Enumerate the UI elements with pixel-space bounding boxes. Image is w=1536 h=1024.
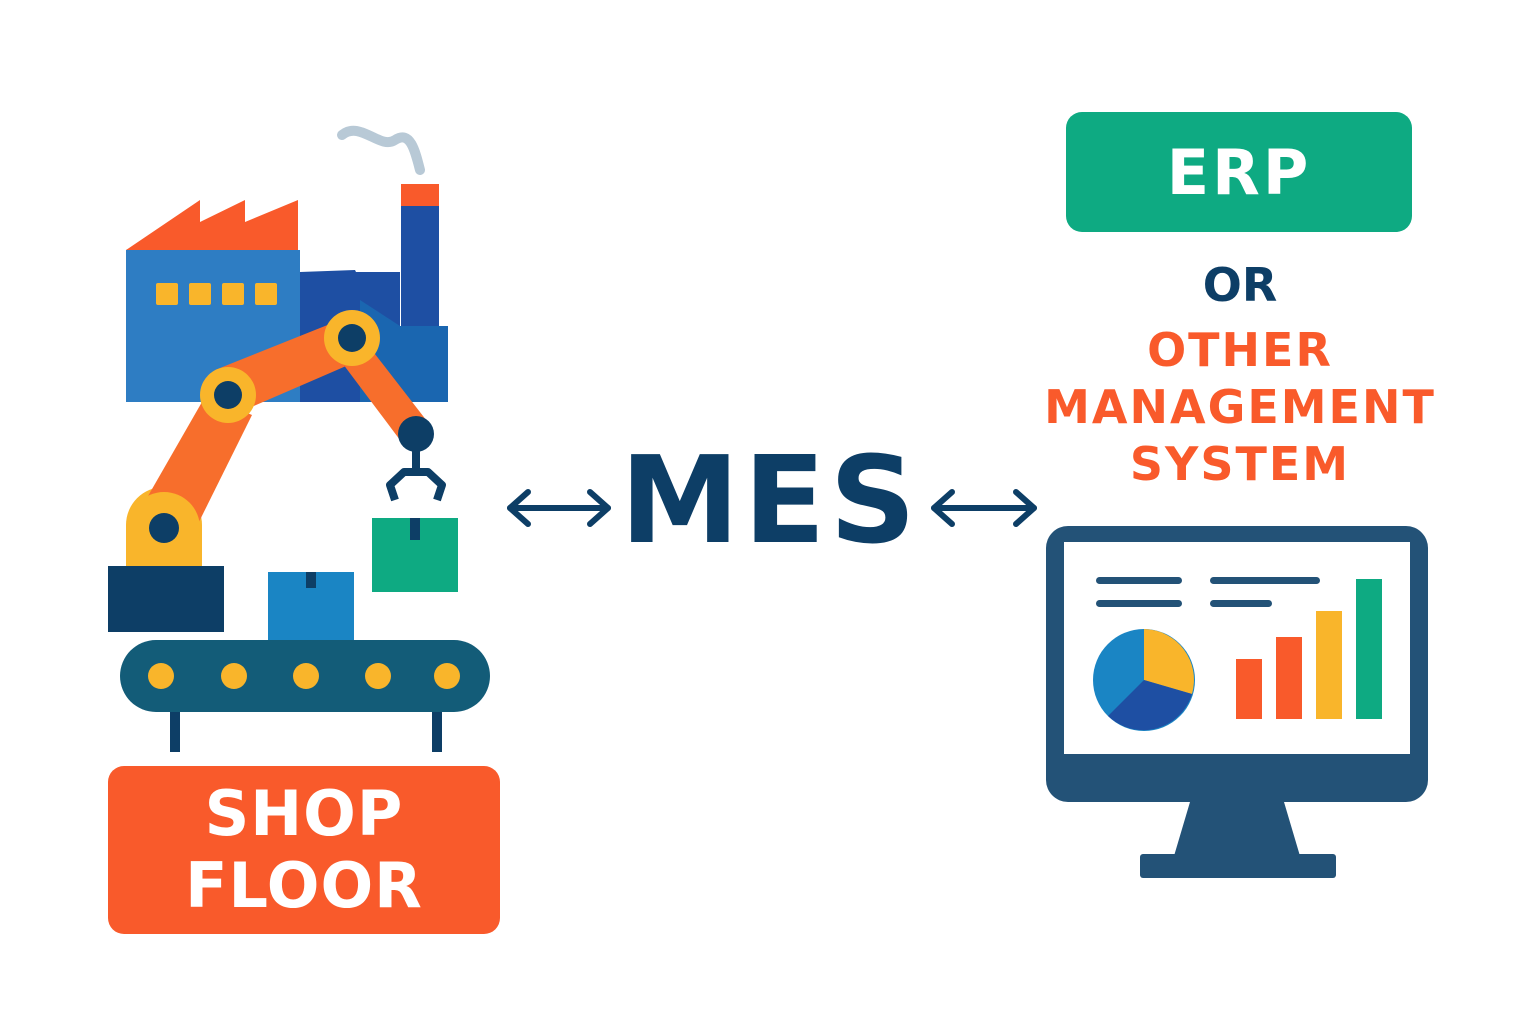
conveyor-icon	[120, 640, 490, 752]
robot-arm-icon	[108, 310, 446, 632]
other-line-3: SYSTEM	[1129, 437, 1351, 491]
or-label: OR	[1202, 258, 1278, 312]
shop-floor-line2: FLOOR	[185, 849, 423, 922]
other-management-system-label: OTHER MANAGEMENT SYSTEM	[1010, 322, 1470, 493]
bar-chart-icon	[1236, 579, 1382, 719]
pie-chart-icon	[1093, 629, 1195, 731]
box-icon	[268, 572, 354, 646]
other-line-2: MANAGEMENT	[1044, 380, 1436, 434]
erp-label-box: ERP	[1066, 112, 1412, 232]
erp-label: ERP	[1166, 135, 1312, 209]
monitor-dashboard-icon	[1046, 526, 1428, 878]
mes-label: MES	[620, 432, 920, 571]
double-arrow-icon	[507, 489, 611, 527]
box-icon	[372, 518, 458, 592]
double-arrow-icon	[931, 489, 1037, 527]
shop-floor-label-box: SHOP FLOOR	[108, 766, 500, 934]
other-line-1: OTHER	[1147, 323, 1333, 377]
shop-floor-line1: SHOP	[204, 777, 404, 850]
